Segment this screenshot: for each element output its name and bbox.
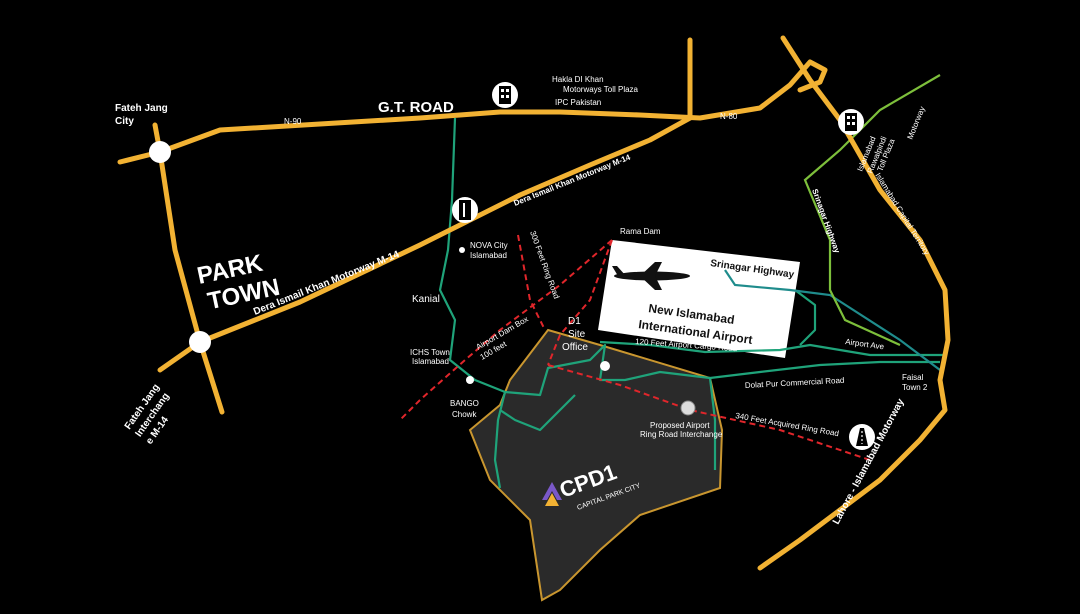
rama-dam-road: [547, 239, 613, 366]
fateh-jang-city-label-2: City: [115, 116, 134, 127]
d1-site-office-label-3: Office: [562, 342, 588, 353]
ichs-town-label-2: Islamabad: [412, 357, 449, 366]
srinagar-highway-line: [724, 269, 941, 371]
ipc-pakistan-label: IPC Pakistan: [555, 98, 601, 107]
nova-city-label: NOVA City: [470, 241, 508, 250]
d1-site-office-label: D1: [568, 316, 581, 327]
d1-site-office-label-2: Site: [568, 329, 586, 340]
toll-plaza-icon: [838, 109, 864, 135]
n90-label: N-90: [284, 117, 302, 126]
ichs-town-label: ICHS Town: [410, 348, 450, 357]
toll-plaza-icon: [492, 82, 518, 108]
nova-city-label-2: Islamabad: [470, 251, 507, 260]
project-area: [468, 328, 724, 602]
proposed-interchange-label-2: Ring Road Interchange: [640, 430, 723, 439]
airport-dam-box-road: [399, 239, 613, 421]
ring-road-300ft: [517, 234, 546, 331]
project-east-road: [708, 377, 717, 470]
kanial-road: [438, 117, 711, 397]
fateh-jang-city-junction: [149, 141, 171, 163]
acquired-ring-road: [547, 364, 871, 461]
building-icon: [452, 197, 478, 223]
hakla-toll-label-2: Motorways Toll Plaza: [563, 85, 639, 94]
faisal-town-label-2: Town 2: [902, 383, 928, 392]
airport-north-road: [794, 289, 817, 346]
airplane-icon: [612, 262, 690, 290]
bango-chowk-label-2: Chowk: [452, 410, 477, 419]
ichs-town-marker: [466, 376, 474, 384]
d1-site-office-marker: [600, 361, 610, 371]
dolat-pur-road-line: [709, 360, 940, 380]
gt-road: [117, 59, 828, 165]
n80-label: N-80: [720, 112, 738, 121]
proposed-interchange-label: Proposed Airport: [650, 421, 710, 430]
proposed-interchange-marker: [680, 400, 696, 416]
hakla-toll-label: Hakla DI Khan: [552, 75, 604, 84]
project-link-road-2: [499, 394, 576, 432]
project-link-road: [493, 391, 507, 489]
fateh-jang-city-label: Fateh Jang: [115, 103, 168, 114]
bango-chowk-label: BANGO: [450, 399, 479, 408]
motorway-icon: [849, 424, 875, 450]
srinagar-highway-green: [803, 74, 941, 347]
faisal-town-label: Faisal: [902, 373, 924, 382]
fateh-jang-interchange-junction: [189, 331, 211, 353]
kanial-label: Kanial: [412, 294, 440, 305]
di-khan-motorway: [157, 37, 693, 373]
cargo-road-line: [599, 340, 945, 357]
nova-city-marker: [459, 247, 465, 253]
gt-road-label: G.T. ROAD: [378, 99, 454, 116]
rama-dam-label: Rama Dam: [620, 227, 661, 236]
